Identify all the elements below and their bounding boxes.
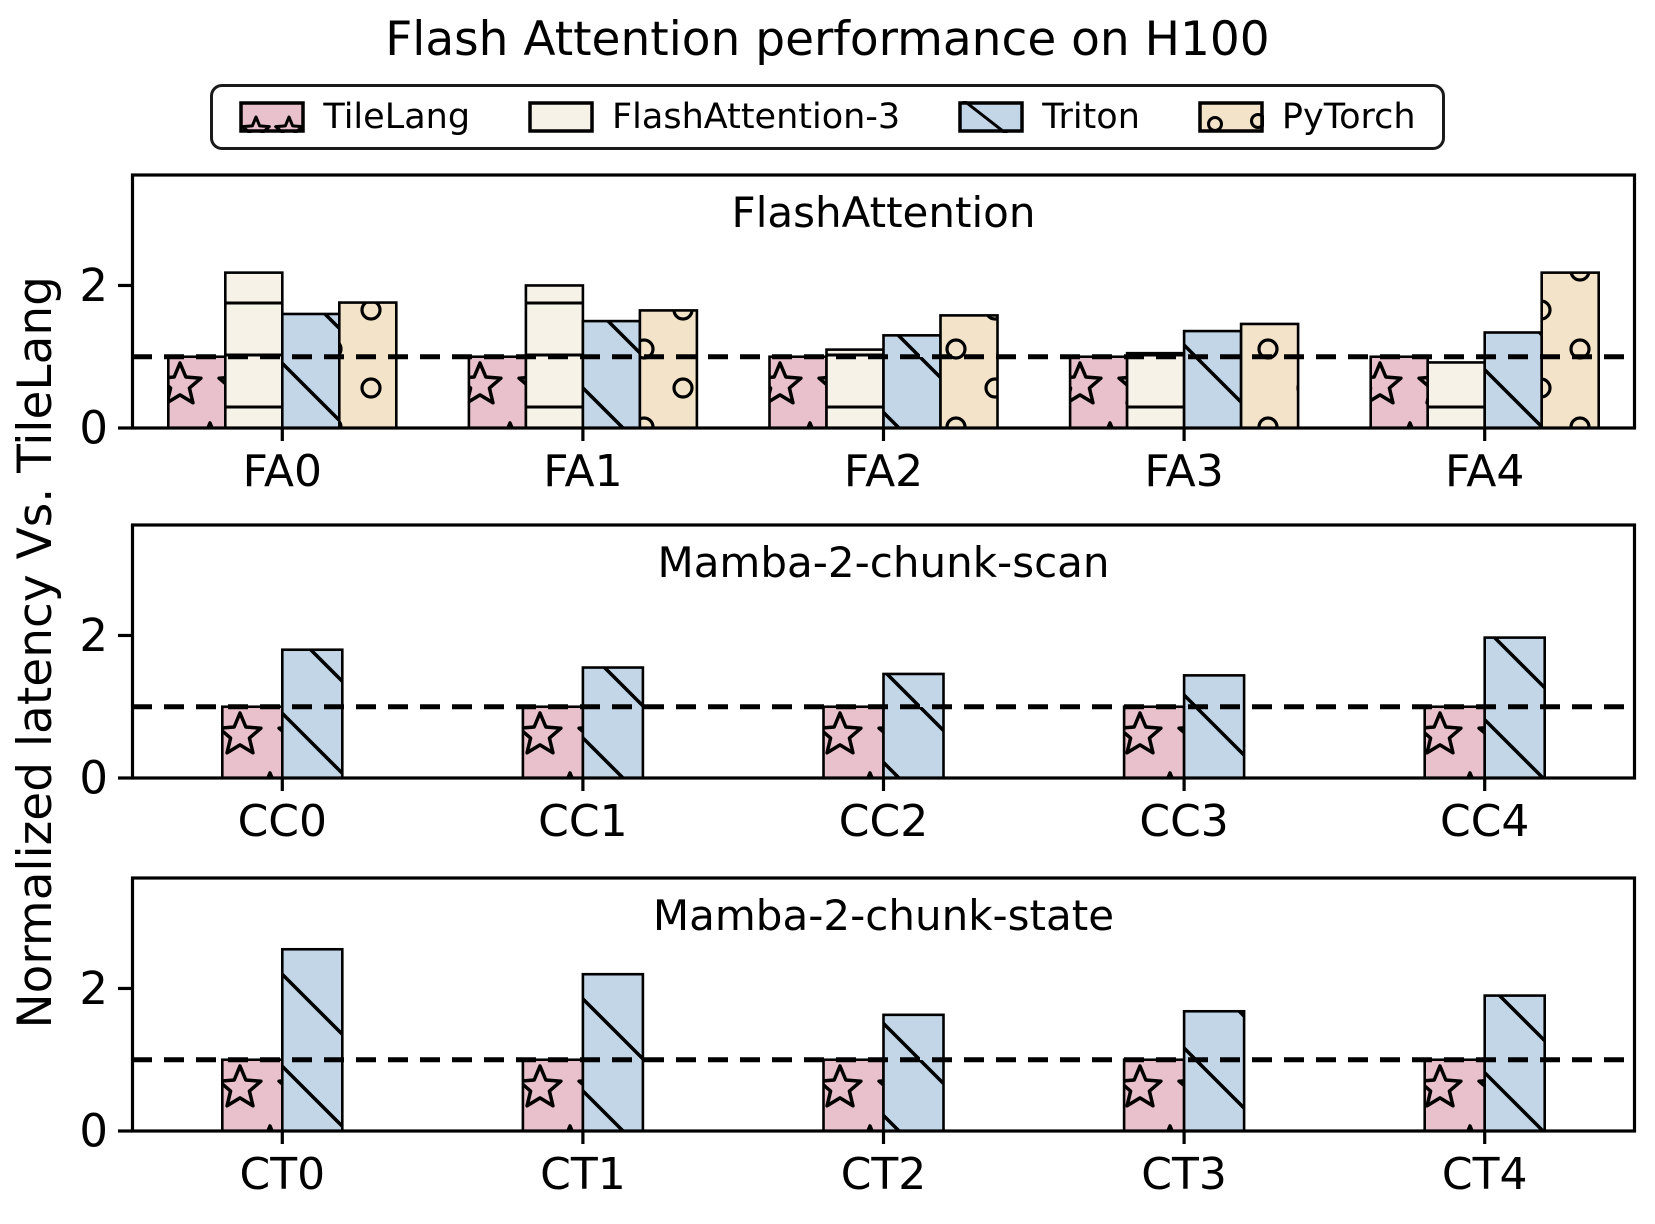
x-tick-label-ct2: CT2: [841, 1149, 927, 1200]
bar-CC2-triton: [882, 672, 945, 780]
bar-CC4-tilelang: [1423, 705, 1486, 780]
y-tick-label: 2: [79, 962, 108, 1015]
x-tick-label-fa2: FA2: [844, 446, 923, 497]
bar-FA3-flashattention-3: [1125, 351, 1186, 430]
x-tick-label-fa3: FA3: [1144, 446, 1223, 497]
bar-CT2-tilelang: [822, 1058, 885, 1133]
bar-FA0-pytorch: [337, 301, 398, 430]
subplot-title: Mamba-2-chunk-state: [653, 891, 1114, 940]
legend-label-triton: Triton: [1042, 97, 1140, 137]
x-tick-label-cc3: CC3: [1139, 796, 1228, 847]
x-tick-label-ct1: CT1: [540, 1149, 626, 1200]
bar-CT0-triton: [280, 947, 344, 1133]
x-tick-label-cc2: CC2: [839, 796, 928, 847]
y-tick-label: 2: [79, 259, 108, 312]
figure-title: Flash Attention performance on H100: [385, 12, 1270, 67]
bar-FA1-pytorch: [638, 309, 699, 430]
legend-item-triton: Triton: [958, 97, 1140, 137]
bar-CC0-triton: [280, 648, 344, 780]
bar-FA2-pytorch: [939, 314, 999, 430]
bar-FA1-triton: [581, 319, 642, 430]
x-tick-label-ct4: CT4: [1442, 1149, 1528, 1200]
bar-CT2-triton: [882, 1013, 945, 1133]
legend-swatch-flashattention-3-icon: [528, 101, 594, 133]
legend-item-pytorch: PyTorch: [1198, 97, 1416, 137]
bar-CT1-triton: [581, 972, 645, 1133]
bar-CC2-tilelang: [822, 705, 885, 780]
x-tick-label-cc4: CC4: [1440, 796, 1529, 847]
bar-FA0-triton: [280, 312, 341, 430]
bar-FA0-flashattention-3: [224, 271, 284, 430]
bar-FA3-triton: [1182, 329, 1243, 430]
bar-FA4-pytorch: [1540, 271, 1600, 430]
x-tick-label-cc1: CC1: [538, 796, 627, 847]
y-tick-label: 0: [79, 1105, 108, 1158]
legend-swatch-triton-icon: [958, 101, 1024, 133]
bar-FA4-triton: [1483, 331, 1543, 430]
legend-swatch-pytorch-icon: [1198, 101, 1264, 133]
bar-FA4-tilelang: [1369, 355, 1429, 430]
subplot-title: FlashAttention: [732, 188, 1036, 237]
legend-item-flashattention-3: FlashAttention-3: [528, 97, 900, 137]
y-tick-label: 2: [79, 609, 108, 662]
bar-CC3-tilelang: [1122, 705, 1186, 780]
bar-FA4-flashattention-3: [1426, 361, 1486, 430]
bar-FA2-flashattention-3: [825, 348, 885, 430]
bar-CT0-tilelang: [221, 1058, 284, 1133]
bar-CC0-tilelang: [221, 705, 284, 780]
legend-label-tilelang: TileLang: [323, 97, 471, 137]
subplot-title: Mamba-2-chunk-scan: [657, 538, 1109, 587]
y-tick-label: 0: [79, 752, 108, 805]
bar-FA0-tilelang: [167, 355, 227, 430]
x-tick-label-ct0: CT0: [240, 1149, 326, 1200]
bar-FA3-tilelang: [1068, 355, 1129, 430]
bar-CC3-triton: [1182, 674, 1246, 780]
x-tick-label-fa1: FA1: [543, 446, 622, 497]
x-tick-label-ct3: CT3: [1141, 1149, 1227, 1200]
x-tick-label-cc0: CC0: [238, 796, 327, 847]
legend-swatch-tilelang-icon: [239, 101, 306, 133]
legend-label-pytorch: PyTorch: [1281, 97, 1416, 137]
bar-CT4-tilelang: [1423, 1058, 1486, 1133]
legend: TileLang FlashAttention-3 Triton PyTorch: [210, 84, 1445, 150]
bar-CT4-triton: [1483, 994, 1546, 1133]
y-tick-label: 0: [79, 402, 108, 455]
x-tick-label-fa0: FA0: [243, 446, 322, 497]
bar-FA2-tilelang: [768, 355, 828, 430]
bar-CT1-tilelang: [521, 1058, 585, 1133]
bar-FA1-tilelang: [467, 355, 528, 430]
legend-wrap: TileLang FlashAttention-3 Triton PyTorch: [0, 84, 1655, 150]
bar-FA3-pytorch: [1239, 322, 1300, 430]
bar-FA2-triton: [882, 334, 942, 430]
x-tick-label-fa4: FA4: [1445, 446, 1524, 497]
legend-item-tilelang: TileLang: [239, 97, 470, 137]
bar-CC1-triton: [581, 666, 645, 780]
bar-CC1-tilelang: [521, 705, 585, 780]
bar-CT3-triton: [1182, 1009, 1246, 1133]
legend-label-flashattention-3: FlashAttention-3: [612, 97, 901, 137]
bar-CT3-tilelang: [1122, 1058, 1186, 1133]
